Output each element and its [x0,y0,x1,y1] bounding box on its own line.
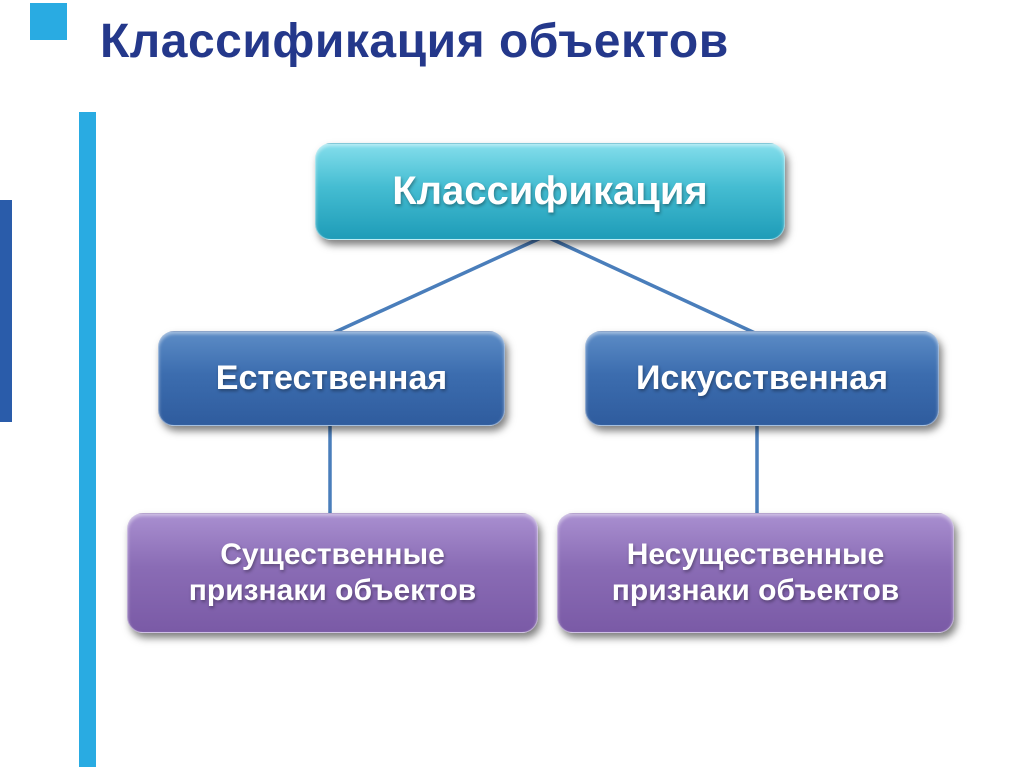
node-nonessential-features-line2: признаки объектов [611,574,900,607]
node-natural: Естественная [158,331,505,426]
slide-title: Классификация объектов [100,15,729,68]
node-natural-label: Естественная [215,359,448,397]
decor-left-stripe-light [79,112,96,767]
node-essential-features: Существенные признаки объектов [127,513,538,633]
decor-corner-square [30,3,67,40]
node-nonessential-features: Несущественные признаки объектов [557,513,954,633]
node-classification: Классификация [315,143,785,240]
node-essential-features-line1: Существенные [220,538,445,571]
node-artificial: Искусственная [585,331,939,426]
decor-left-stripe-dark [0,200,12,422]
node-essential-features-line2: признаки объектов [188,574,477,607]
node-classification-label: Классификация [392,169,708,213]
node-artificial-label: Искусственная [635,359,889,397]
node-nonessential-features-line1: Несущественные [626,538,885,571]
